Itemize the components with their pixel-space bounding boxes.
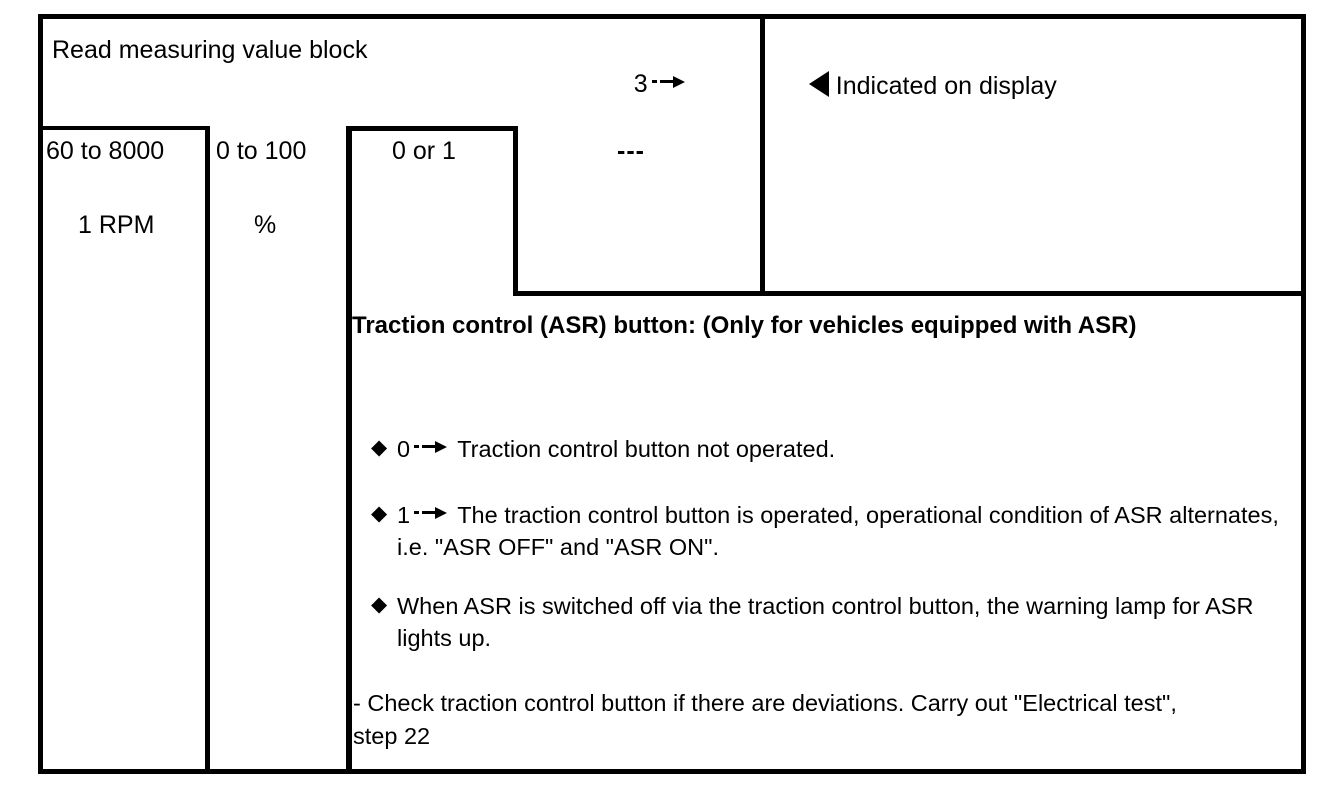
right-arrow-icon <box>414 441 448 455</box>
list-item: ◆ 0 Traction control button not operated… <box>371 433 1251 465</box>
diamond-bullet-icon: ◆ <box>371 502 388 525</box>
page-title: Read measuring value block <box>52 36 368 64</box>
right-arrow-icon <box>651 75 686 90</box>
bullet-text: Traction control button not operated. <box>457 436 836 462</box>
column-1-unit: 1 RPM <box>78 211 155 239</box>
bullet-value: 0 <box>397 436 411 462</box>
header-rule-col1 <box>38 126 210 130</box>
table-bottom-border <box>38 769 1306 774</box>
right-header-bottom-border <box>760 291 1306 296</box>
bullet-text: When ASR is switched off via the tractio… <box>397 593 1254 652</box>
table-left-border <box>38 14 43 774</box>
list-item: ◆ 1 The traction control button is opera… <box>371 499 1289 564</box>
indicated-on-display-label: Indicated on display <box>835 71 1057 100</box>
column-3-range: 0 or 1 <box>392 137 456 165</box>
left-triangle-icon <box>808 70 829 97</box>
diamond-bullet-icon: ◆ <box>371 436 388 459</box>
value-cell-right-border <box>513 126 518 296</box>
display-group-indicator: 3 <box>606 40 689 129</box>
column-2-range: 0 to 100 <box>216 137 307 165</box>
description-heading: Traction control (ASR) button: (Only for… <box>352 312 1137 339</box>
right-arrow-icon <box>414 507 448 521</box>
bullet-text: The traction control button is operated,… <box>397 502 1279 561</box>
value-row-bottom-border <box>513 291 765 296</box>
diamond-bullet-icon: ◆ <box>371 593 388 616</box>
column-2-unit: % <box>254 211 277 239</box>
display-group-number: 3 <box>633 69 648 98</box>
bullet-value: 1 <box>397 502 411 528</box>
deviation-note: - Check traction control button if there… <box>353 690 1177 750</box>
value-cell-top-border <box>346 126 518 131</box>
column-1-range: 60 to 8000 <box>46 137 165 165</box>
column-divider-3 <box>760 14 765 296</box>
table-right-border <box>1301 14 1306 774</box>
bullet-content: 1 The traction control button is operate… <box>397 499 1289 564</box>
column-divider-1 <box>205 126 210 774</box>
column-4-range: --- <box>617 137 645 165</box>
table-top-border <box>38 14 1306 19</box>
column-divider-2 <box>346 126 352 774</box>
list-item: ◆ When ASR is switched off via the tract… <box>371 590 1291 655</box>
bullet-content: 0 Traction control button not operated. <box>397 433 1251 465</box>
indicated-on-display-marker: Indicated on display <box>781 41 1057 131</box>
